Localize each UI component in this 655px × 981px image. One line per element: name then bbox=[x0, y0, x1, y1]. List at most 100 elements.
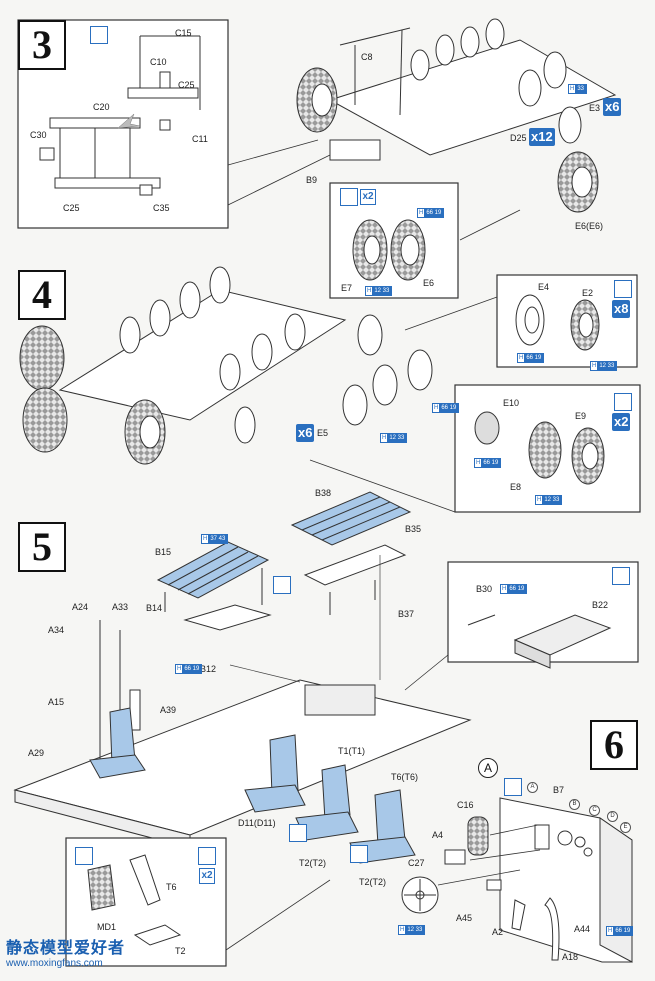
decal-icon bbox=[273, 576, 291, 594]
glue-icon bbox=[198, 847, 216, 865]
reference-circle: A bbox=[478, 758, 498, 778]
step6-parts bbox=[401, 816, 526, 931]
part-label: A18 bbox=[562, 952, 579, 962]
part-label: C25 bbox=[178, 80, 195, 90]
part-label: E9 bbox=[575, 411, 587, 421]
step3-arrow bbox=[117, 113, 141, 129]
part-label: A45 bbox=[456, 913, 473, 923]
decal-icon bbox=[350, 845, 368, 863]
glue-icon bbox=[614, 393, 632, 411]
step4-callout-top bbox=[404, 274, 638, 368]
part-label: B22 bbox=[592, 600, 609, 610]
step-number-3: 3 bbox=[18, 20, 66, 70]
part-label: A39 bbox=[160, 705, 177, 715]
quantity-badge: x2 bbox=[612, 413, 631, 431]
quantity-badge: x6 bbox=[296, 424, 315, 442]
part-label: T2 bbox=[175, 946, 186, 956]
part-label: T6 bbox=[166, 882, 177, 892]
callout-circle-a: A bbox=[527, 782, 538, 793]
quantity-badge: x8 bbox=[612, 300, 631, 318]
part-label: D11(D11) bbox=[238, 818, 276, 828]
part-label: C10 bbox=[150, 57, 167, 67]
glue-icon bbox=[340, 188, 358, 206]
part-label: C20 bbox=[93, 102, 110, 112]
watermark-title: 静态模型爱好者 bbox=[6, 940, 126, 957]
step5-bench-right bbox=[290, 491, 412, 615]
quantity-badge: x2 bbox=[199, 868, 215, 884]
part-label: E8 bbox=[510, 482, 522, 492]
part-label: E7 bbox=[341, 283, 353, 293]
decal-icon bbox=[289, 824, 307, 842]
glue-icon bbox=[612, 567, 630, 585]
step3-chassis bbox=[296, 18, 617, 213]
part-label: C25 bbox=[63, 203, 80, 213]
part-label: A33 bbox=[112, 602, 129, 612]
star-icon bbox=[504, 778, 522, 796]
part-label: C16 bbox=[457, 800, 474, 810]
step6-panel bbox=[499, 797, 633, 963]
callout-circle-e: E bbox=[620, 822, 631, 833]
part-label: E6 bbox=[423, 278, 435, 288]
callout-circle-d: D bbox=[607, 811, 618, 822]
quantity-badge: x6 bbox=[603, 98, 622, 116]
step5-bench-left bbox=[156, 541, 272, 631]
paint-drop-icon bbox=[75, 847, 93, 865]
step4-callout-bottom bbox=[309, 384, 641, 513]
glue-icon bbox=[90, 26, 108, 44]
step-number-4: 4 bbox=[18, 270, 66, 320]
leader-lines bbox=[229, 555, 381, 683]
step-number-5: 5 bbox=[18, 522, 66, 572]
part-label: A24 bbox=[72, 602, 89, 612]
step-number-6: 6 bbox=[590, 720, 638, 770]
step5-callout-box bbox=[404, 561, 639, 691]
part-label: C35 bbox=[153, 203, 170, 213]
step3-subframe-assembly bbox=[39, 35, 201, 196]
glue-icon bbox=[614, 280, 632, 298]
part-label: C11 bbox=[192, 134, 208, 144]
part-label: C15 bbox=[175, 28, 192, 38]
part-label: B7 bbox=[553, 785, 565, 795]
part-label: T2(T2) bbox=[359, 877, 386, 887]
part-label: T2(T2) bbox=[299, 858, 326, 868]
part-label: B14 bbox=[146, 603, 163, 613]
part-label: E5 bbox=[317, 428, 329, 438]
step4-loose-wheels bbox=[342, 314, 433, 426]
step6-arrows bbox=[437, 824, 541, 886]
part-label: E4 bbox=[538, 282, 550, 292]
part-label: T1(T1) bbox=[338, 746, 365, 756]
quantity-badge: x2 bbox=[360, 189, 376, 205]
callout-circle-b: B bbox=[569, 799, 580, 810]
watermark-url: www.moxingfans.com bbox=[6, 958, 103, 969]
part-label: E6(E6) bbox=[575, 221, 604, 231]
part-label: A29 bbox=[28, 748, 45, 758]
part-label: A2 bbox=[492, 927, 504, 937]
part-label: T6(T6) bbox=[391, 772, 418, 782]
callout-circle-c: C bbox=[589, 805, 600, 816]
part-label: E3 bbox=[589, 103, 601, 113]
part-label: A4 bbox=[432, 830, 444, 840]
part-label: B15 bbox=[155, 547, 172, 557]
part-label: B12 bbox=[200, 664, 217, 674]
part-label: B37 bbox=[398, 609, 415, 619]
part-label: A34 bbox=[48, 625, 65, 635]
part-label: B9 bbox=[306, 175, 318, 185]
part-label: C8 bbox=[361, 52, 373, 62]
part-label: B38 bbox=[315, 488, 332, 498]
part-label: E10 bbox=[503, 398, 520, 408]
quantity-badge: x12 bbox=[529, 128, 555, 146]
part-label: C30 bbox=[30, 130, 47, 140]
part-label: D25 bbox=[510, 133, 527, 143]
